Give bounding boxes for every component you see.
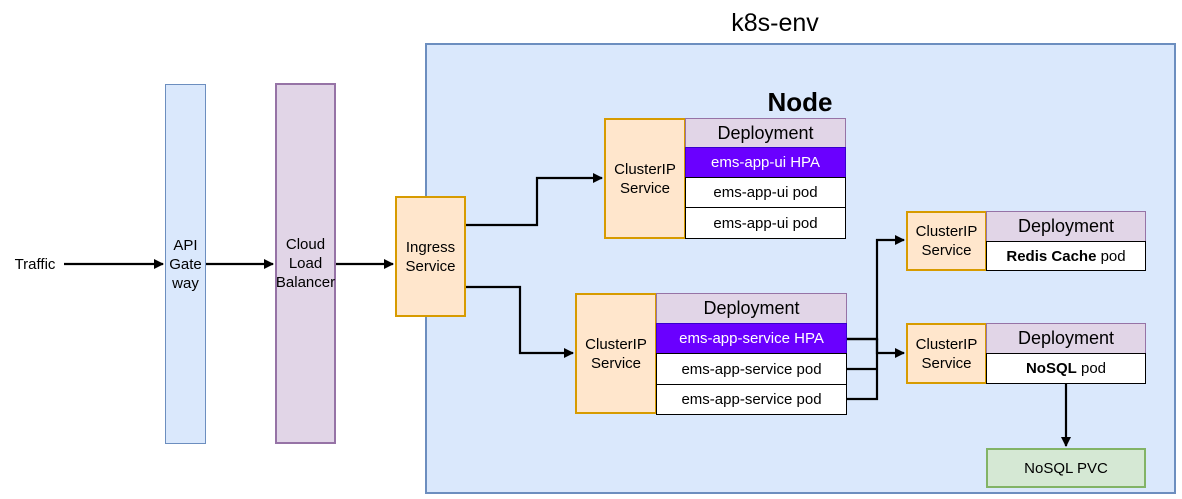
redis-cache-pod[interactable]: Redis Cache pod xyxy=(986,241,1146,271)
clusterip-label-2: Service xyxy=(590,354,642,372)
deployment-header-service: Deployment xyxy=(656,293,847,324)
nosql-pvc[interactable]: NoSQL PVC xyxy=(986,448,1146,488)
ems-app-service-pod[interactable]: ems-app-service pod xyxy=(656,384,847,415)
api-gateway-label-1: API xyxy=(173,236,198,254)
clusterip-label-1: ClusterIP xyxy=(585,335,647,353)
redis-pod-suffix: pod xyxy=(1096,247,1126,265)
ingress-label-2: Service xyxy=(405,257,456,275)
arrow-hpa-to-redis xyxy=(847,235,905,341)
clusterip-label-1: ClusterIP xyxy=(915,335,978,353)
env-title: k8s-env xyxy=(731,8,819,37)
ingress-service[interactable]: Ingress Service xyxy=(395,196,466,317)
ingress-label-1: Ingress xyxy=(405,238,456,256)
connector-pod2-to-bus xyxy=(847,339,879,401)
arrow-ingress-to-ui-clusterip xyxy=(466,173,603,227)
redis-pod-name: Redis Cache xyxy=(1006,247,1097,265)
api-gateway-label-3: way xyxy=(172,274,199,292)
cloud-load-balancer[interactable]: Cloud Load Balancer xyxy=(275,83,336,444)
deployment-header-ui: Deployment xyxy=(685,118,846,148)
load-balancer-label-2: Load xyxy=(288,255,323,272)
api-gateway[interactable]: API Gate way xyxy=(165,84,206,444)
nosql-pod-name: NoSQL xyxy=(1025,360,1077,377)
clusterip-label-2: Service xyxy=(921,354,972,372)
clusterip-label-1: ClusterIP xyxy=(915,223,978,240)
clusterip-label-2: Service xyxy=(921,242,972,259)
clusterip-label-1: ClusterIP xyxy=(614,160,676,178)
nosql-pod[interactable]: NoSQL pod xyxy=(986,353,1146,384)
deployment-header-redis: Deployment xyxy=(986,211,1146,242)
load-balancer-label-3: Balancer xyxy=(275,274,336,291)
arrow-ingress-to-service-clusterip xyxy=(466,285,574,358)
ems-app-ui-pod[interactable]: ems-app-ui pod xyxy=(685,177,846,208)
clusterip-label-2: Service xyxy=(619,179,671,197)
node-title: Node xyxy=(767,86,833,117)
ems-app-ui-pod[interactable]: ems-app-ui pod xyxy=(685,207,846,239)
clusterip-service-ui[interactable]: ClusterIP Service xyxy=(604,118,686,239)
load-balancer-label-1: Cloud xyxy=(285,236,326,253)
api-gateway-label-2: Gate xyxy=(169,255,202,273)
arrow-hpa-to-nosql xyxy=(847,337,905,358)
ems-app-ui-hpa[interactable]: ems-app-ui HPA xyxy=(685,147,846,178)
traffic-label: Traffic xyxy=(14,255,56,273)
nosql-pod-suffix: pod xyxy=(1076,360,1107,377)
clusterip-service-redis[interactable]: ClusterIP Service xyxy=(906,211,987,271)
clusterip-service-nosql[interactable]: ClusterIP Service xyxy=(906,323,987,384)
clusterip-service-app[interactable]: ClusterIP Service xyxy=(575,293,657,414)
